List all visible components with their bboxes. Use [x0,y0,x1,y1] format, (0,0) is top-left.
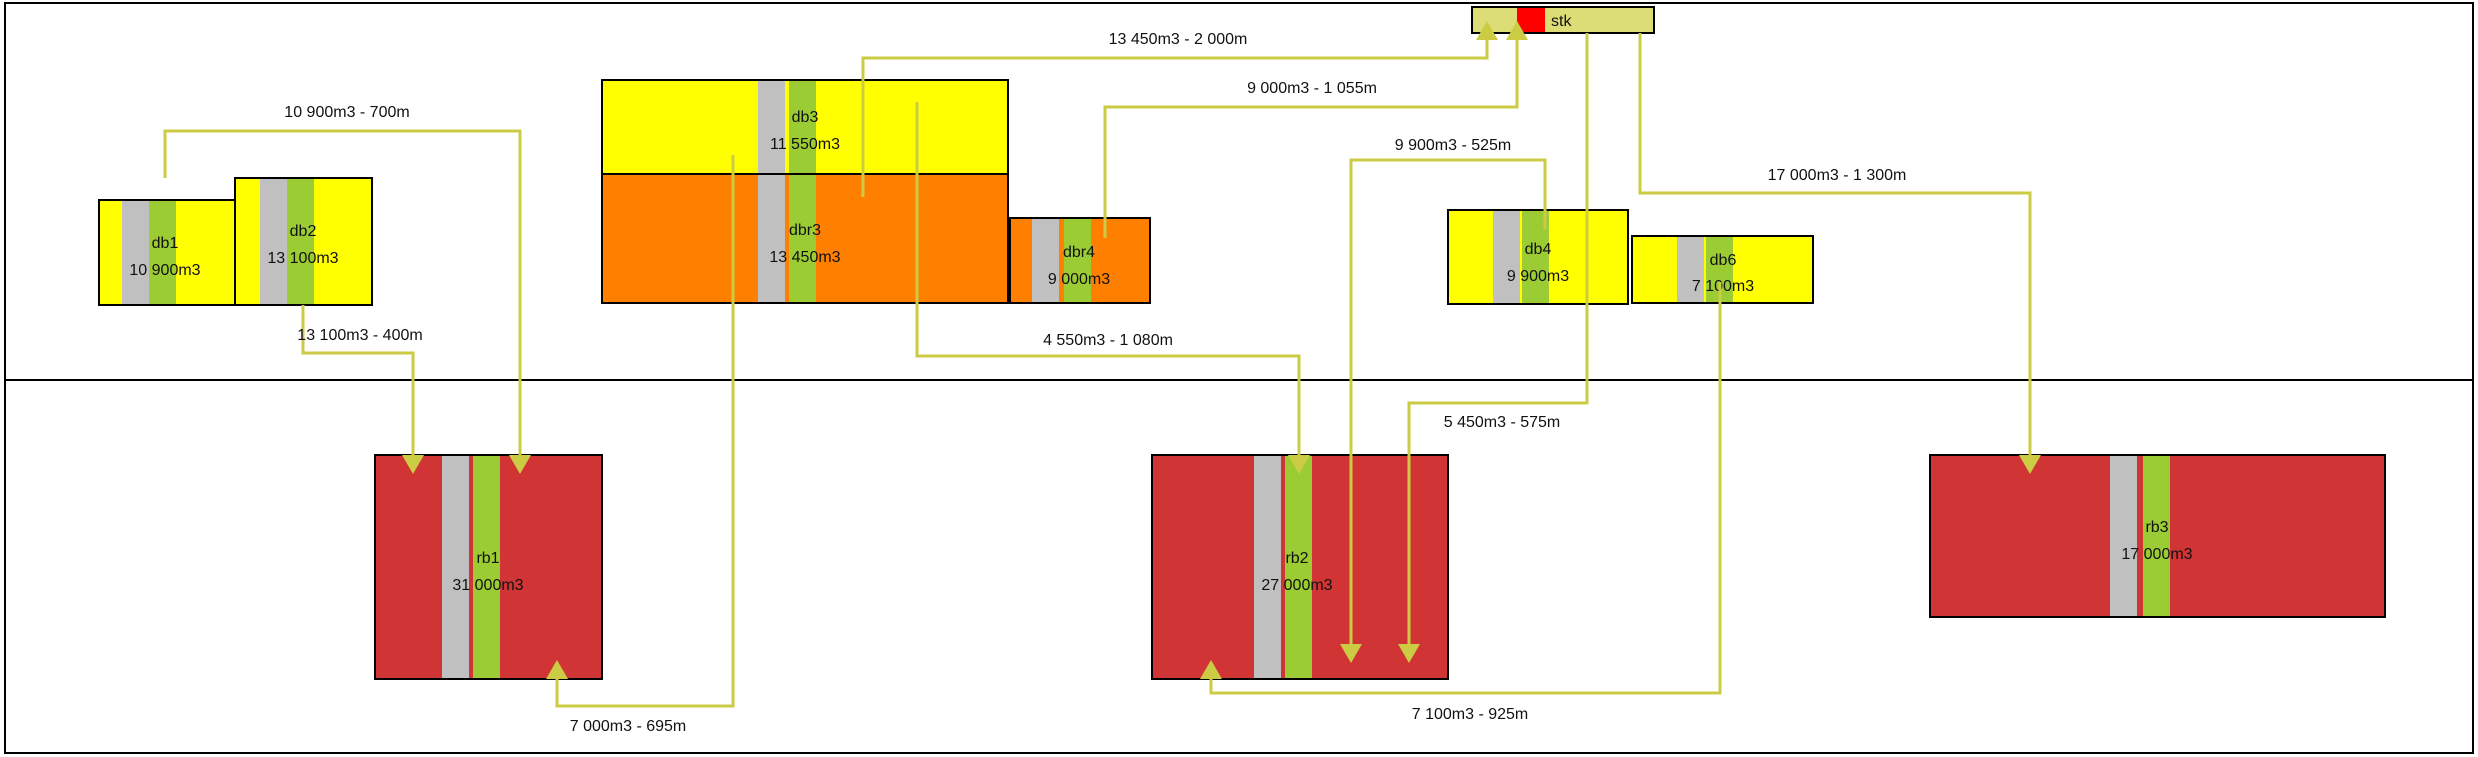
block-db3[interactable]: db3 11 550m3 [601,79,1009,175]
flow-db6-rb2[interactable] [1200,282,1722,695]
block-rb2[interactable]: rb2 27 000m3 [1151,454,1449,680]
block-name: rb1 [476,550,499,567]
block-volume: 9 900m3 [1507,268,1569,285]
block-name: db1 [152,235,179,252]
block-volume: 31 000m3 [452,577,523,594]
block-name: db6 [1710,252,1737,269]
block-dbr4[interactable]: dbr4 9 000m3 [1009,217,1151,304]
block-name: dbr3 [789,222,821,239]
block-name: db4 [1525,241,1552,258]
block-name: rb2 [1285,550,1308,567]
block-name: db2 [290,223,317,240]
block-volume: 11 550m3 [770,136,840,153]
stockpile-marker [1517,8,1545,32]
block-volume: 7 100m3 [1692,278,1754,295]
flow-label-db3-rb2: 4 550m3 - 1 080m [1043,332,1173,349]
flow-db1-rb1[interactable] [163,129,531,474]
stockpile-label: stk [1551,13,1572,30]
flow-label-stk-rb3: 17 000m3 - 1 300m [1768,167,1907,184]
flow-label-db1-rb1: 10 900m3 - 700m [284,104,409,121]
flow-db4-rb2[interactable] [1340,158,1547,663]
flow-db2-rb1[interactable] [301,305,424,474]
block-volume: 10 900m3 [129,262,200,279]
flow-label-dbr4-stk: 9 000m3 - 1 055m [1247,80,1377,97]
block-name: dbr4 [1063,244,1095,261]
block-rb3[interactable]: rb3 17 000m3 [1929,454,2386,618]
flow-label-stk-rb2: 5 450m3 - 575m [1444,414,1561,431]
block-db6[interactable]: db6 7 100m3 [1631,235,1814,304]
flow-dbr4-stk[interactable] [1103,21,1528,238]
block-name: rb3 [2145,519,2168,536]
diagram-frame [4,2,2474,754]
flow-db3-rb2[interactable] [915,102,1310,474]
flow-label-db4-rb2: 9 900m3 - 525m [1395,137,1512,154]
block-volume: 9 000m3 [1048,271,1110,288]
block-db1[interactable]: db1 10 900m3 [98,199,236,306]
flow-label-db3-stk: 13 450m3 - 2 000m [1109,31,1248,48]
flow-db3-stk[interactable] [861,21,1498,197]
flow-label-dbr3-rb1: 7 000m3 - 695m [570,718,687,735]
flow-label-db6-rb2: 7 100m3 - 925m [1412,706,1529,723]
flow-stk-rb2[interactable] [1398,33,1589,663]
stockpile-stk[interactable]: stk [1471,6,1655,34]
block-volume: 13 100m3 [267,250,338,267]
block-volume: 27 000m3 [1261,577,1332,594]
block-dbr3[interactable]: dbr3 13 450m3 [601,173,1009,304]
flow-dbr3-rb1[interactable] [546,155,735,708]
block-name: db3 [792,109,819,126]
block-db2[interactable]: db2 13 100m3 [234,177,373,306]
block-db4[interactable]: db4 9 900m3 [1447,209,1629,305]
block-volume: 13 450m3 [769,249,840,266]
block-rb1[interactable]: rb1 31 000m3 [374,454,603,680]
block-volume: 17 000m3 [2121,546,2192,563]
flow-stk-rb3[interactable] [1638,33,2041,474]
flow-label-db2-rb1: 13 100m3 - 400m [297,327,422,344]
